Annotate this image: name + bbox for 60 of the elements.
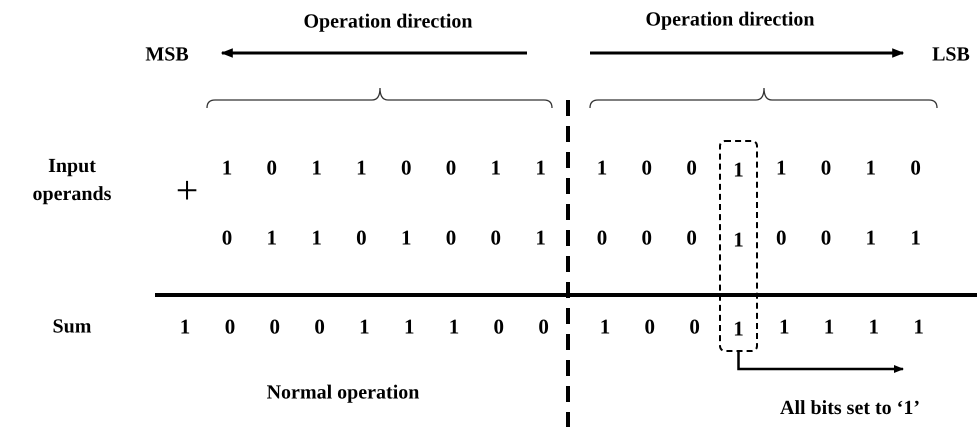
bit-digit: 1 [596,156,608,180]
arrow [737,352,904,373]
bit-digit: 0 [446,226,456,250]
msb-label: MSB [145,44,189,66]
annotation-text: All bits set to ‘1’ [779,397,921,420]
row-label: Sum [52,316,92,338]
bit-digit: 1 [311,156,322,180]
bit-digit: 1 [600,314,610,340]
caption-text: Normal operation [266,382,420,404]
bit-digit: 1 [311,226,322,250]
bit-digit: 0 [686,226,697,250]
bit-digit: 0 [494,314,504,340]
bit-digit: 0 [356,226,367,250]
bit-digit: 0 [266,156,278,180]
bit-digit: 1 [866,156,876,180]
bit-digit: 0 [820,156,832,180]
bit-digit: 1 [222,156,232,180]
bit-digit: 0 [689,314,700,340]
bit-digit: 1 [448,314,460,340]
bit-digit: 0 [538,314,549,340]
bit-digit: 1 [490,156,502,180]
bit-digit: 1 [778,314,790,340]
bit-digit: 1 [359,314,370,340]
bit-digit: 1 [733,228,744,252]
bit-digit: 0 [222,226,232,250]
bit-digit: 1 [180,314,190,340]
bit-digit: 0 [820,226,832,250]
bit-digit: 0 [596,226,608,250]
bit-digit: 0 [314,314,325,340]
bit-digit: 1 [404,314,414,340]
bit-digit: 1 [400,226,412,250]
bit-digit: 0 [446,156,456,180]
bit-digit: 0 [270,314,280,340]
plus-sign: + [176,166,198,214]
bit-digit: 1 [824,314,834,340]
bit-digit: 1 [868,314,880,340]
bit-digit: 1 [733,158,744,182]
lsb-label: LSB [932,44,970,66]
row-label: Input operands [32,154,112,207]
bit-digit: 0 [400,156,412,180]
highlight-box [719,140,758,352]
bit-digit: 0 [686,156,697,180]
bit-digit: 0 [910,156,921,180]
bit-digit: 1 [266,226,278,250]
bit-digit: 0 [224,314,236,340]
direction-caption: Operation direction [645,8,815,32]
bit-digit: 0 [490,226,502,250]
bit-digit: 0 [642,226,652,250]
bit-digit: 1 [535,226,546,250]
direction-caption: Operation direction [303,10,473,34]
bit-digit: 1 [535,156,546,180]
bit-digit: 0 [642,156,652,180]
bit-digit: 1 [866,226,876,250]
bit-digit: 1 [776,156,786,180]
bit-digit: 0 [644,314,656,340]
bit-digit: 1 [910,226,921,250]
bit-digit: 1 [356,156,367,180]
bit-digit: 0 [776,226,786,250]
bit-digit: 1 [913,314,924,340]
bit-digit: 1 [733,316,744,342]
